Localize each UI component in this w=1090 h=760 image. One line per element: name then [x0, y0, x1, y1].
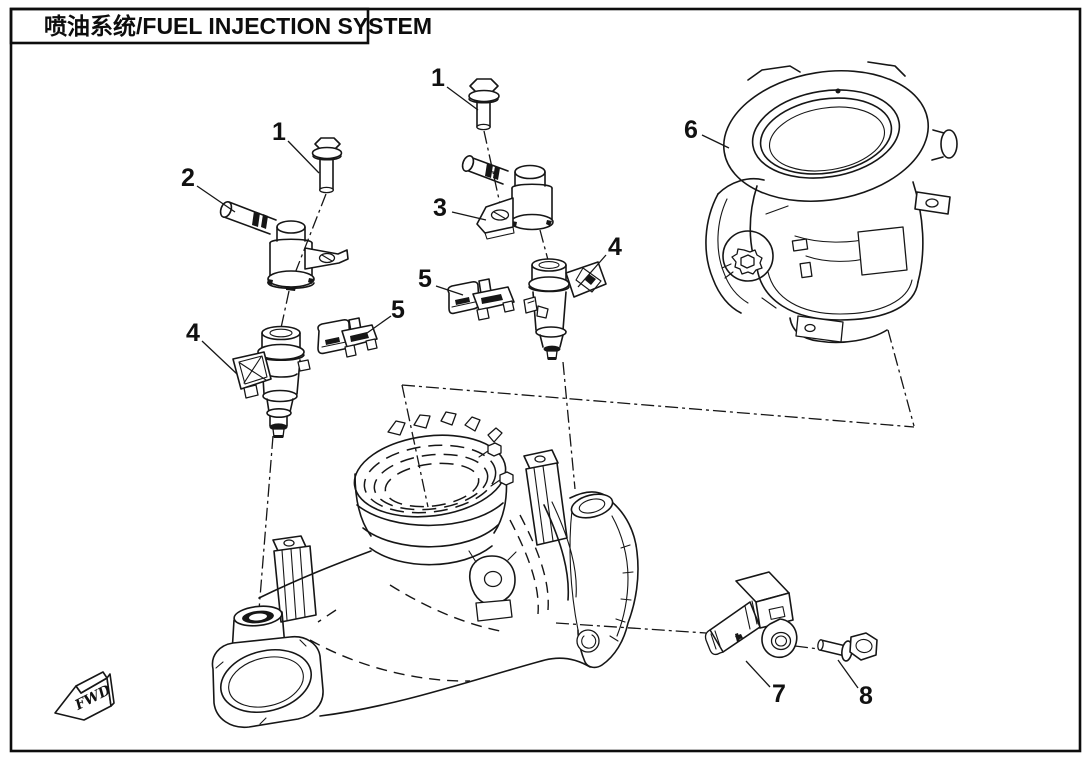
throttle-body-6-drawing: [705, 61, 958, 344]
callout-1-left: 1: [272, 118, 286, 146]
flange-bolt-1-left-drawing: [311, 137, 343, 194]
page-border: [9, 7, 1082, 753]
intake-manifold-drawing: [211, 411, 639, 728]
callout-8: 8: [859, 682, 873, 710]
clip-5-left-drawing: [317, 317, 378, 358]
clip-5-right-drawing: [447, 278, 515, 321]
fwd-direction-arrow: FWD: [54, 671, 115, 721]
pipe-joint-2-drawing: [219, 200, 349, 291]
callout-3: 3: [433, 194, 447, 222]
construction-lines: [258, 130, 915, 650]
bracket-3-drawing: [461, 154, 554, 240]
callout-5-middle: 5: [391, 296, 405, 324]
injector-4-right-drawing: [523, 258, 607, 360]
flange-bolt-8-drawing: [817, 632, 878, 662]
callout-5-right: 5: [418, 265, 432, 293]
flange-bolt-1-top-drawing: [468, 78, 500, 131]
callouts: 1 1 2 3 4 4 5 5 6 7 8: [181, 64, 873, 710]
callout-1-top: 1: [431, 64, 445, 92]
callout-7: 7: [772, 680, 786, 708]
callout-4-right: 4: [608, 233, 622, 261]
callout-2: 2: [181, 164, 195, 192]
injector-4-left-drawing: [232, 325, 311, 438]
callout-6: 6: [684, 116, 698, 144]
page-title: 喷油系统/FUEL INJECTION SYSTEM: [44, 13, 432, 39]
callout-4-left: 4: [186, 319, 200, 347]
map-sensor-7-drawing: [704, 571, 798, 659]
